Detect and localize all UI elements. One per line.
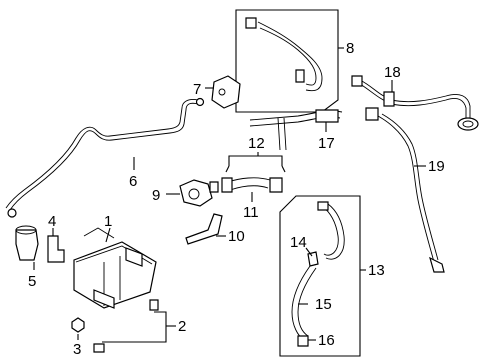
callout-12: 12 <box>248 135 265 152</box>
hose-11 <box>227 177 271 191</box>
line-6 <box>5 99 199 211</box>
callout-8: 8 <box>346 40 354 57</box>
hose-15 <box>291 265 317 341</box>
hose-13 <box>321 203 345 260</box>
sensor-19-wire <box>377 113 439 263</box>
callout-13: 13 <box>368 262 385 279</box>
hose-8 <box>257 21 323 92</box>
callout-3: 3 <box>73 341 81 358</box>
callout-1: 1 <box>104 213 112 230</box>
grommet-18 <box>383 91 395 107</box>
connector-18 <box>351 75 363 87</box>
callout-9: 9 <box>152 187 160 204</box>
bracket-4 <box>47 235 65 263</box>
canister-1 <box>73 241 157 309</box>
callout-14: 14 <box>290 234 307 251</box>
callout-6: 6 <box>129 173 137 190</box>
callout-17: 17 <box>318 135 335 152</box>
sensor-19-tip <box>429 256 445 273</box>
callout-15: 15 <box>315 296 332 313</box>
callout-10: 10 <box>228 228 245 245</box>
bracket-7 <box>211 75 241 109</box>
clamp-16 <box>297 335 309 347</box>
clamp-8-bottom <box>295 69 305 83</box>
callout-18: 18 <box>384 64 401 81</box>
bolt-2b <box>93 343 105 353</box>
filter-5 <box>15 229 39 261</box>
callout-7: 7 <box>193 81 201 98</box>
callout-16: 16 <box>318 332 335 349</box>
callout-2: 2 <box>178 318 186 335</box>
callout-5: 5 <box>28 273 36 290</box>
connector-19 <box>365 107 379 121</box>
bolt-2a <box>149 299 159 311</box>
clamp-8-top <box>245 17 257 29</box>
leader-12 <box>228 155 283 166</box>
nut-3 <box>71 317 85 333</box>
leader-2 <box>102 311 167 343</box>
inset-box-13 <box>279 195 361 357</box>
bracket-10 <box>185 213 223 245</box>
callout-4: 4 <box>48 213 56 230</box>
clip-14 <box>307 251 319 267</box>
valve-9 <box>179 179 213 207</box>
callout-11: 11 <box>243 204 259 221</box>
sensor-18-wire <box>359 79 471 120</box>
callout-19: 19 <box>428 158 445 175</box>
